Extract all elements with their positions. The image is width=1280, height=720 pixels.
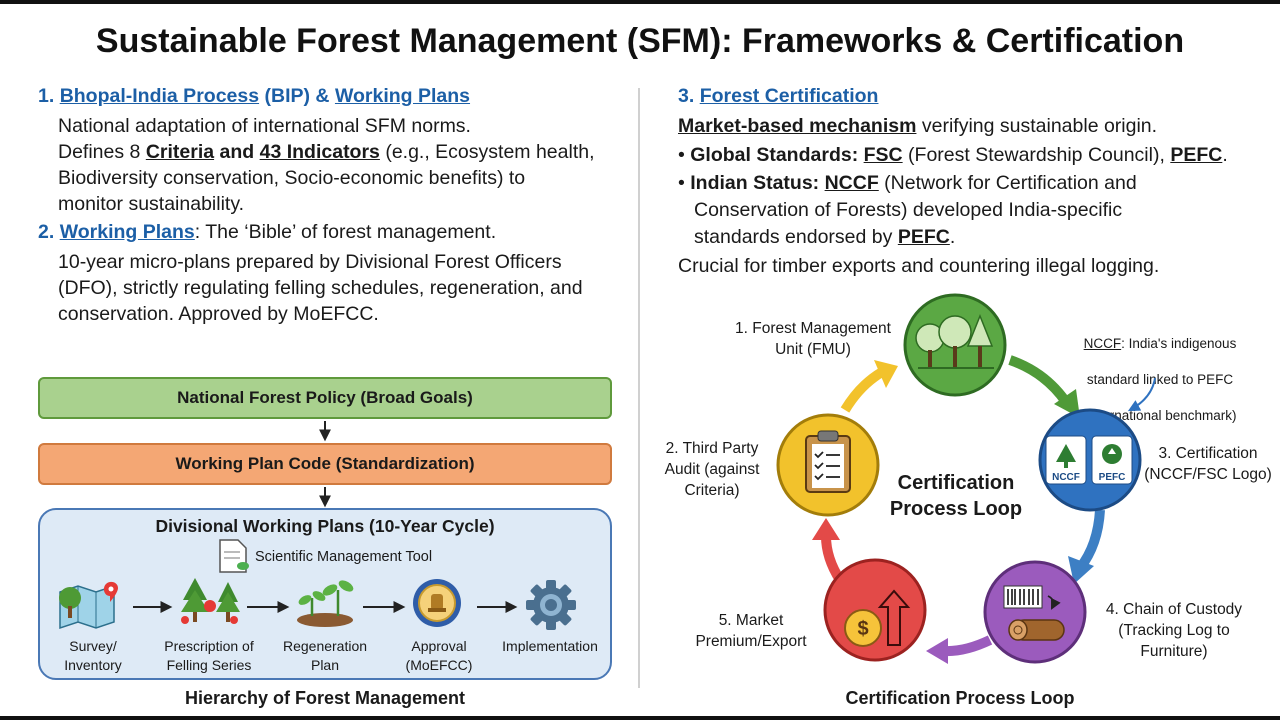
bip-link[interactable]: Bhopal-India Process bbox=[59, 85, 260, 107]
loop-step-1-label: 1. Forest Management Unit (FMU) bbox=[735, 320, 891, 358]
clipboard-checklist-icon bbox=[805, 430, 851, 493]
barcode-log-icon bbox=[1003, 585, 1065, 641]
seedlings-icon bbox=[297, 580, 354, 627]
national-forest-policy-box: National Forest Policy (Broad Goals) bbox=[38, 377, 612, 419]
section-1-heading: 1. Bhopal-India Process (BIP) & Working … bbox=[38, 83, 470, 109]
loop-node-certification: NCCF PEFC bbox=[1038, 408, 1142, 512]
loop-arrow-audit-to-fmu bbox=[840, 360, 898, 413]
s2-line-3: conservation. Approved by MoEFCC. bbox=[58, 303, 379, 325]
s1-line-3: Biodiversity conservation, Socio-economi… bbox=[58, 167, 526, 189]
step-implementation-label: Implementation bbox=[502, 638, 598, 654]
s1-line-2-pre: Defines 8 bbox=[58, 141, 146, 163]
marked-trees-icon bbox=[181, 578, 240, 624]
divisional-working-plans-title: Divisional Working Plans (10-Year Cycle) bbox=[155, 516, 495, 536]
working-plans-link-2[interactable]: Working Plans bbox=[59, 221, 195, 243]
criteria-term: Criteria bbox=[145, 141, 215, 163]
indian-status-label: Indian Status: bbox=[690, 172, 820, 194]
loop-step-3-label: 3. Certification (NCCF/FSC Logo) bbox=[1144, 445, 1272, 483]
loop-arrow-market-to-audit bbox=[812, 518, 845, 583]
loop-node-market: $ bbox=[823, 558, 927, 662]
nccf-note-pointer bbox=[1127, 377, 1156, 412]
bullet-dot: • bbox=[678, 172, 685, 194]
bullet-indian-status: • Indian Status: NCCF (Network for Certi… bbox=[678, 170, 1137, 196]
gear-icon bbox=[526, 580, 576, 630]
scientific-tool-label: Scientific Management Tool bbox=[255, 549, 433, 565]
loop-node-audit bbox=[776, 413, 880, 517]
pefc-logo-text: PEFC bbox=[1099, 472, 1126, 483]
loop-step-2-label: 2. Third Party Audit (against Criteria) bbox=[664, 440, 760, 499]
s2-line-1: 10-year micro-plans prepared by Division… bbox=[58, 251, 562, 273]
ampersand: & bbox=[315, 85, 330, 107]
s3-mechanism-line: Market-based mechanism verifying sustain… bbox=[678, 113, 1157, 139]
is-dot: . bbox=[949, 226, 956, 248]
indian-status-line-3: standards endorsed by PEFC. bbox=[694, 224, 955, 250]
nccf-note-term: NCCF bbox=[1083, 336, 1122, 351]
loop-caption: Certification Process Loop bbox=[845, 688, 1075, 708]
nccf-note-rest: : India's indigenous bbox=[1121, 336, 1237, 351]
working-plan-code-box: Working Plan Code (Standardization) bbox=[38, 443, 612, 485]
hierarchy-caption: Hierarchy of Forest Management bbox=[184, 688, 466, 708]
loop-center-label: Certification Process Loop bbox=[889, 472, 1023, 520]
is-line3-pre: standards endorsed by bbox=[694, 226, 898, 248]
loop-node-fmu bbox=[903, 293, 1007, 397]
loop-step-4-label: 4. Chain of Custody (Tracking Log to Fur… bbox=[1105, 601, 1243, 660]
gs-rest: (Forest Stewardship Council), bbox=[902, 144, 1171, 166]
s2-line-2: (DFO), strictly regulating felling sched… bbox=[58, 277, 583, 299]
section-3-number: 3. bbox=[678, 85, 695, 107]
working-plans-link[interactable]: Working Plans bbox=[334, 85, 471, 107]
section-3-heading: 3. Forest Certification bbox=[678, 83, 878, 109]
nccf-term: NCCF bbox=[824, 172, 879, 194]
bullet-dot: • bbox=[678, 144, 685, 166]
indian-status-line-2: Conservation of Forests) developed India… bbox=[694, 199, 1123, 221]
dollar-growth-icon: $ bbox=[844, 589, 911, 647]
forest-certification-link[interactable]: Forest Certification bbox=[699, 85, 879, 107]
step-approval-label: Approval (MoEFCC) bbox=[405, 638, 473, 673]
global-standards-label: Global Standards: bbox=[690, 144, 859, 166]
s1-line-4: monitor sustainability. bbox=[58, 193, 245, 215]
nccf-logo-text: NCCF bbox=[1052, 472, 1080, 483]
loop-node-chain-of-custody bbox=[983, 560, 1087, 664]
is-rest-1: (Network for Certification and bbox=[878, 172, 1137, 194]
s1-line-1: National adaptation of international SFM… bbox=[58, 115, 471, 137]
s3-mech-rest: verifying sustainable origin. bbox=[916, 115, 1158, 137]
s3-closing-line: Crucial for timber exports and counterin… bbox=[678, 255, 1160, 277]
s2-heading-rest: : The ‘Bible’ of forest management. bbox=[194, 221, 497, 243]
s1-line-2-post: (e.g., Ecosystem health, bbox=[379, 141, 595, 163]
section-1-number: 1. bbox=[38, 85, 55, 107]
loop-arrow-custody-to-market bbox=[926, 635, 993, 664]
document-leaf-icon bbox=[219, 539, 249, 573]
s1-and: and bbox=[214, 141, 260, 163]
certification-logos-icon: NCCF PEFC bbox=[1045, 435, 1133, 485]
step-survey-label: Survey/ Inventory bbox=[64, 638, 122, 673]
svg-text:$: $ bbox=[857, 618, 868, 640]
bullet-global-standards: • Global Standards: FSC (Forest Stewards… bbox=[678, 142, 1228, 168]
step-prescription-label: Prescription of Felling Series bbox=[164, 638, 254, 673]
pefc-term-2: PEFC bbox=[897, 226, 950, 248]
map-trees-icon bbox=[59, 581, 118, 630]
page-title: Sustainable Forest Management (SFM): Fra… bbox=[95, 22, 1185, 60]
gs-dot: . bbox=[1222, 144, 1228, 166]
pefc-term: PEFC bbox=[1170, 144, 1223, 166]
indicators-term: 43 Indicators bbox=[259, 141, 380, 163]
section-2-heading: 2. Working Plans: The ‘Bible’ of forest … bbox=[38, 219, 496, 245]
s1-line-2: Defines 8 Criteria and 43 Indicators (e.… bbox=[58, 139, 595, 165]
section-2-number: 2. bbox=[38, 221, 55, 243]
loop-arrow-fmu-to-cert bbox=[1008, 355, 1080, 418]
bip-abbr: (BIP) bbox=[264, 85, 311, 107]
fsc-term: FSC bbox=[863, 144, 903, 166]
column-divider bbox=[638, 88, 640, 688]
loop-arrow-cert-to-custody bbox=[1068, 509, 1105, 584]
loop-step-5-label: 5. Market Premium/Export bbox=[695, 612, 807, 650]
nccf-note-line-2: standard linked to PEFC bbox=[1086, 372, 1234, 387]
market-mechanism-term: Market-based mechanism bbox=[678, 115, 917, 137]
step-regeneration-label: Regeneration Plan bbox=[282, 638, 368, 673]
forest-trees-icon bbox=[915, 313, 994, 369]
emblem-seal-icon bbox=[413, 579, 461, 627]
